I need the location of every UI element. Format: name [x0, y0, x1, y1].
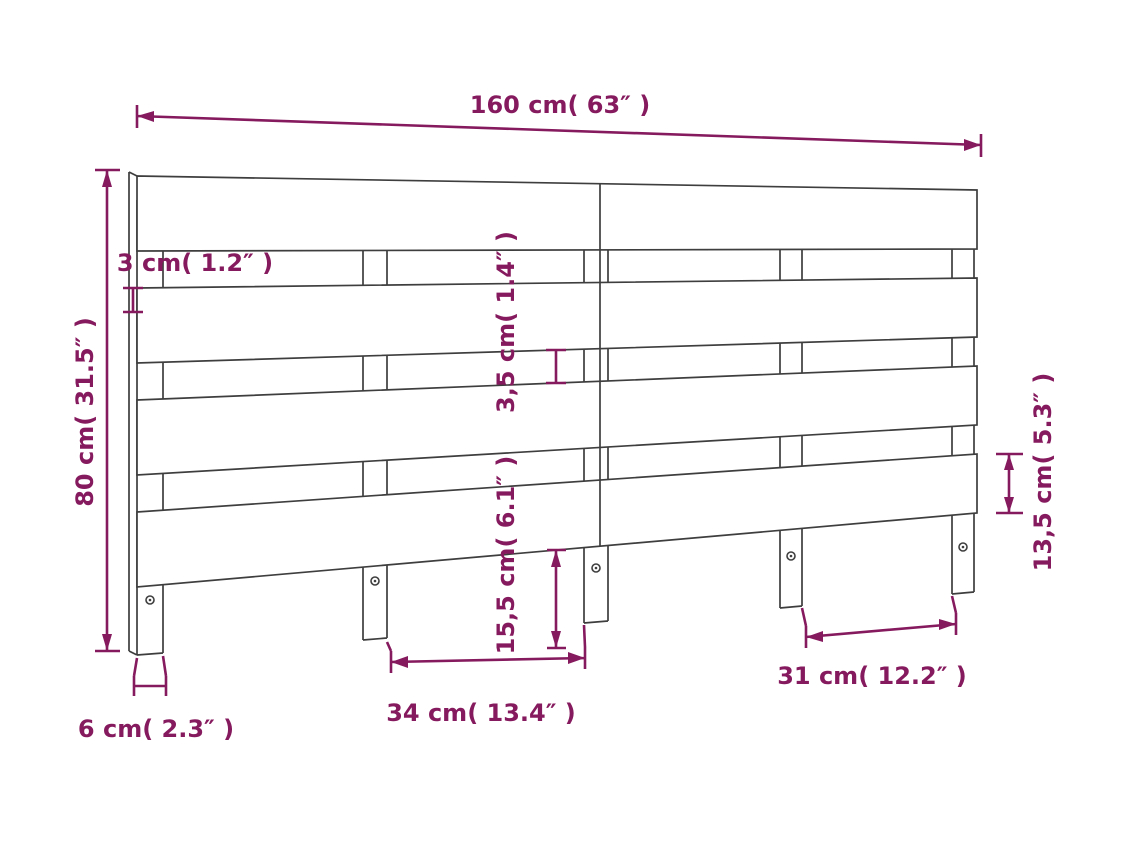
dimension-arrow-down: [551, 631, 561, 648]
dimension-label: 160 cm( 63″ ): [470, 91, 650, 119]
headboard-slats: [136, 175, 978, 588]
dimension-line: [135, 105, 983, 157]
dimension-arrow-down: [1004, 497, 1014, 513]
screw-hole: [145, 595, 155, 605]
dimension-slat-gap: 3,5 cm( 1.4″ ): [492, 231, 566, 413]
dimension-line: [546, 348, 566, 385]
screw-hole-dot: [789, 554, 793, 558]
dimension-arrow-up: [1004, 454, 1014, 470]
dimension-label: 6 cm( 2.3″ ): [78, 715, 234, 743]
dimension-annotations: 160 cm( 63″ ) 3 cm( 1.2″ ) 80 cm( 31.5″ …: [71, 91, 1057, 743]
screw-hole: [591, 563, 601, 573]
dimension-label: 15,5 cm( 6.1″ ): [492, 456, 520, 655]
dimension-arrow-left: [391, 656, 408, 668]
dimension-arrow-up: [102, 170, 112, 187]
dimension-label: 3,5 cm( 1.4″ ): [492, 231, 520, 413]
dimension-label: 31 cm( 12.2″ ): [777, 662, 967, 690]
dimension-line: [123, 286, 143, 314]
screw-hole-dot: [961, 545, 965, 549]
dimension-arrow-left: [137, 111, 154, 122]
dimension-arrow-up: [551, 550, 561, 567]
dimension-overall-height: 80 cm( 31.5″ ): [71, 168, 120, 653]
headboard-side-face: [128, 171, 138, 656]
screw-hole: [786, 551, 796, 561]
dimension-label: 34 cm( 13.4″ ): [386, 699, 576, 727]
headboard-drawing: [128, 171, 978, 656]
dimension-leg-width: 6 cm( 2.3″ ): [78, 655, 234, 743]
dimension-arrow-right: [964, 139, 981, 151]
dimension-label: 80 cm( 31.5″ ): [71, 317, 99, 507]
dimension-label: 13,5 cm( 5.3″ ): [1029, 373, 1057, 572]
screw-hole-dot: [594, 566, 598, 570]
dimension-arrow-down: [102, 634, 112, 651]
dimension-arrow-right: [939, 619, 956, 630]
leg-screw-holes: [145, 542, 968, 605]
dimension-label: 3 cm( 1.2″ ): [117, 249, 273, 277]
dimension-overall-width: 160 cm( 63″ ): [135, 91, 983, 157]
screw-hole: [958, 542, 968, 552]
dimension-leg-gap-right: 31 cm( 12.2″ ): [777, 595, 967, 690]
dimension-line: [95, 168, 120, 653]
screw-hole: [370, 576, 380, 586]
dimension-arrow-right: [568, 652, 585, 664]
dimension-leg-gap-center: 34 cm( 13.4″ ): [385, 624, 587, 727]
dimension-line: [800, 595, 958, 648]
dimension-leg-length: 15,5 cm( 6.1″ ): [492, 456, 566, 655]
screw-hole-dot: [373, 579, 377, 583]
dimension-arrow-left: [806, 631, 823, 642]
dimension-board-thickness: 3 cm( 1.2″ ): [117, 249, 273, 314]
dimension-slat-height: 13,5 cm( 5.3″ ): [996, 373, 1057, 572]
dimension-line: [132, 655, 168, 696]
screw-hole-dot: [148, 598, 152, 602]
